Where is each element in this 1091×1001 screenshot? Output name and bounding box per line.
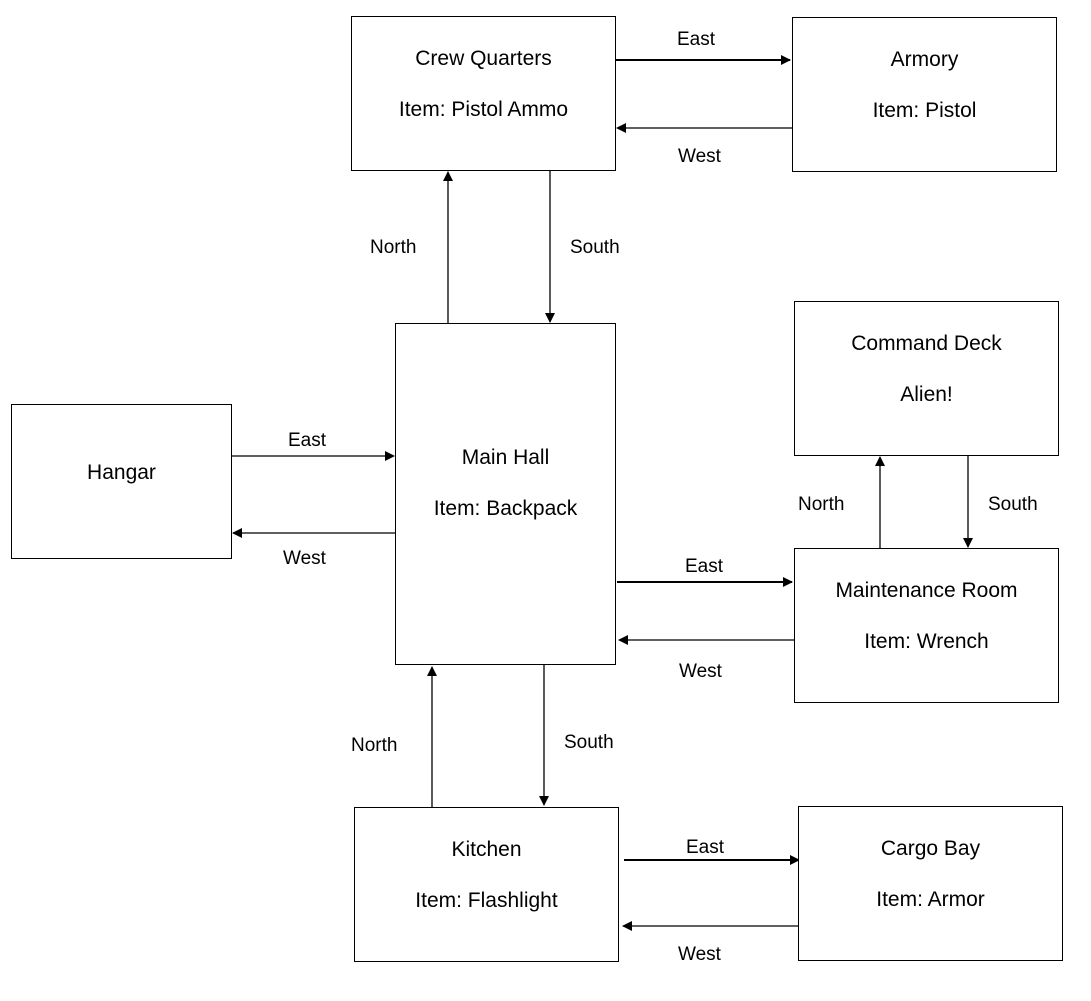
room-crew-quarters: Crew Quarters Item: Pistol Ammo: [351, 16, 616, 171]
room-name: Command Deck: [851, 332, 1002, 355]
label-main-to-crew: North: [370, 237, 417, 258]
room-name: Hangar: [87, 461, 156, 484]
label-main-to-hangar: West: [283, 548, 326, 569]
room-command-deck: Command Deck Alien!: [794, 301, 1059, 456]
room-detail: Item: Pistol: [872, 99, 977, 122]
room-name: Crew Quarters: [415, 47, 552, 70]
label-crew-to-armory: East: [677, 29, 716, 50]
label-cargo-to-kitchen: West: [678, 944, 721, 965]
room-name: Armory: [890, 48, 959, 71]
label-kitchen-to-main: North: [351, 735, 398, 756]
room-name: Cargo Bay: [880, 837, 981, 860]
room-name: Main Hall: [461, 446, 550, 469]
room-detail: Item: Armor: [876, 888, 985, 911]
room-name: Kitchen: [451, 838, 522, 861]
room-armory: Armory Item: Pistol: [792, 17, 1057, 172]
room-detail: Item: Pistol Ammo: [398, 98, 569, 121]
room-maintenance-room: Maintenance Room Item: Wrench: [794, 548, 1059, 703]
label-kitchen-to-cargo: East: [686, 837, 725, 858]
room-name: Maintenance Room: [835, 579, 1018, 602]
label-main-to-maint: East: [685, 556, 724, 577]
room-detail: Item: Flashlight: [415, 889, 558, 912]
room-detail: Item: Wrench: [864, 630, 989, 653]
label-crew-to-main: South: [570, 237, 620, 258]
room-main-hall: Main Hall Item: Backpack: [395, 323, 616, 665]
room-cargo-bay: Cargo Bay Item: Armor: [798, 806, 1063, 961]
room-detail: Alien!: [900, 383, 953, 406]
label-main-to-kitchen: South: [564, 732, 614, 753]
label-hangar-to-main: East: [288, 430, 327, 451]
label-maint-to-command: North: [798, 494, 845, 515]
label-armory-to-crew: West: [678, 146, 721, 167]
room-hangar: Hangar: [11, 404, 232, 559]
room-kitchen: Kitchen Item: Flashlight: [354, 807, 619, 962]
room-detail: Item: Backpack: [433, 497, 578, 520]
label-maint-to-main: West: [679, 661, 722, 682]
label-command-to-maint: South: [988, 494, 1038, 515]
